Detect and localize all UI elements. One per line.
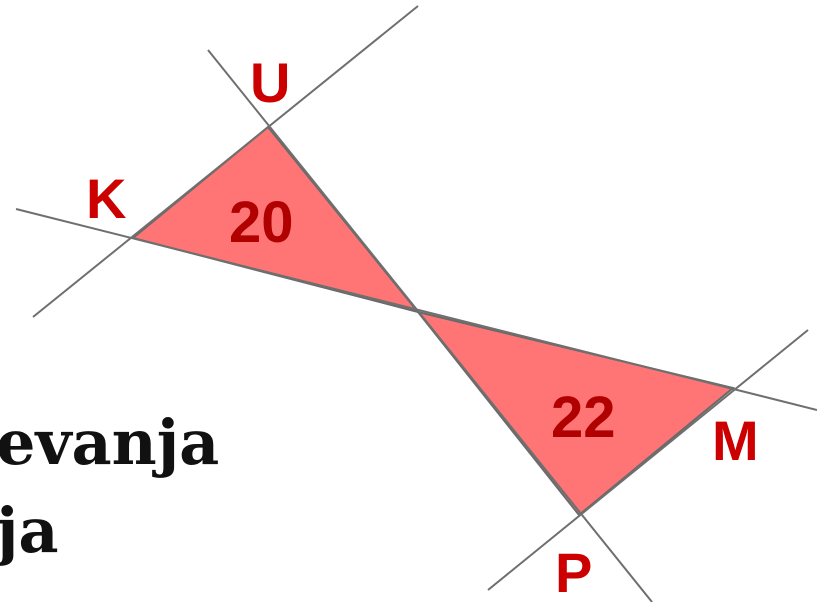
point-label-k: K [86,167,126,230]
area-label-lower: 22 [551,385,616,450]
line-k-u [32,5,419,318]
area-label-upper: 20 [229,190,294,255]
point-label-u: U [250,51,290,114]
point-label-m: M [712,409,759,472]
caption-line-1: evanja [0,406,220,479]
line-u-p [207,49,653,602]
point-label-p: P [555,541,592,602]
caption-line-2: ja [0,494,59,567]
line-p-m [487,329,809,591]
